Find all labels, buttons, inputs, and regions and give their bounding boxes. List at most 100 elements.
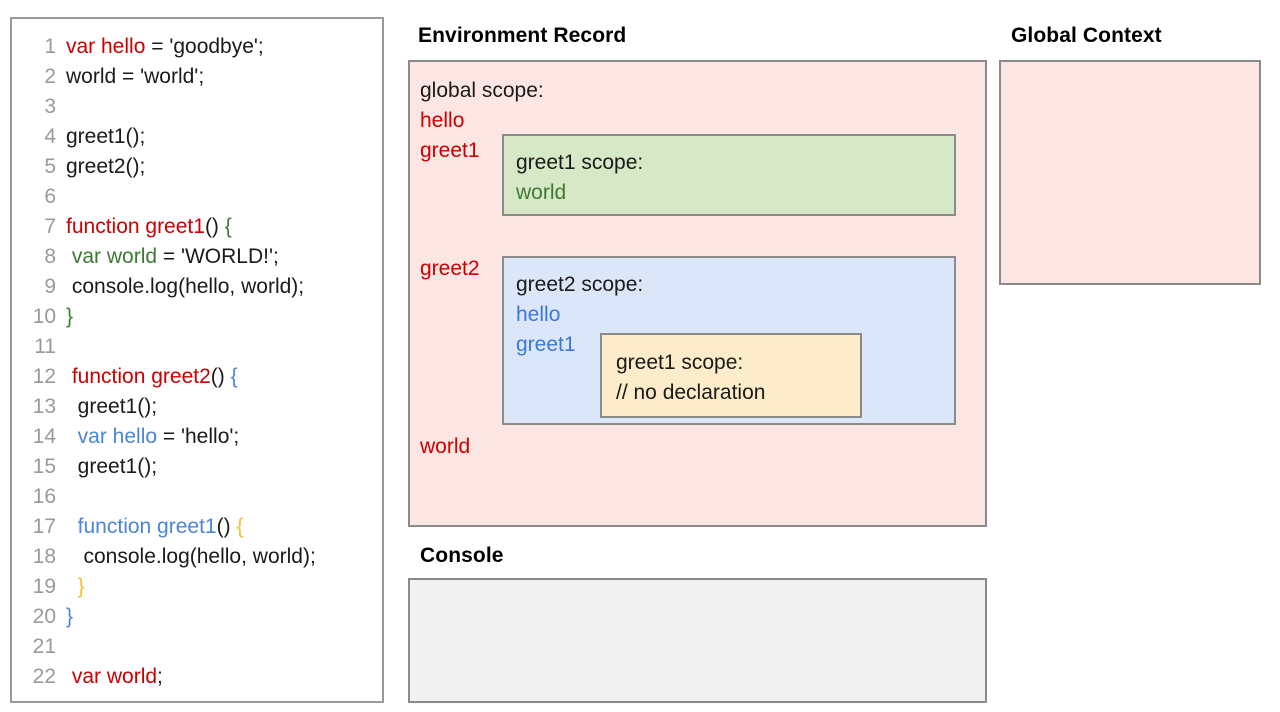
code-token — [66, 425, 78, 448]
line-number: 20 — [32, 605, 56, 628]
global-context-box — [999, 60, 1261, 285]
code-token: greet1(); — [66, 455, 158, 478]
code-line-text: greet1(); — [56, 122, 145, 152]
code-line: 11 — [12, 332, 382, 362]
code-line: 12 function greet2() { — [12, 362, 382, 392]
code-token: greet2(); — [66, 155, 146, 178]
code-token: = 'hello'; — [157, 425, 240, 448]
code-line-text: function greet1() { — [56, 512, 244, 542]
code-token: function greet1 — [66, 215, 205, 238]
code-line: 19 } — [12, 572, 382, 602]
code-line: 8 var world = 'WORLD!'; — [12, 242, 382, 272]
global-scope-binding-greet2: greet2 — [420, 257, 480, 280]
code-token: = 'goodbye'; — [145, 35, 264, 58]
code-line-text: } — [56, 302, 73, 332]
greet2-scope-binding-greet1: greet1 — [516, 333, 576, 356]
greet1-scope-box — [502, 134, 956, 216]
code-token: () — [210, 365, 231, 388]
code-line: 5 greet2(); — [12, 152, 382, 182]
code-token: } — [66, 305, 74, 328]
code-token: console.log(hello, world); — [66, 545, 316, 568]
line-number: 13 — [32, 395, 56, 418]
code-token: () — [216, 515, 237, 538]
line-number: 4 — [44, 125, 56, 148]
code-line: 18 console.log(hello, world); — [12, 542, 382, 572]
code-line: 20} — [12, 602, 382, 632]
code-line-text: function greet1() { — [56, 212, 232, 242]
code-line-text: var world; — [56, 662, 163, 692]
code-line-text: console.log(hello, world); — [56, 272, 304, 302]
code-token: ; — [157, 665, 163, 688]
greet1-scope-binding-world: world — [516, 181, 567, 204]
code-token: var world — [71, 665, 158, 688]
code-line: 21 — [12, 632, 382, 662]
line-number: 18 — [32, 545, 56, 568]
code-token: var hello — [66, 35, 146, 58]
greet2-scope-binding-hello: hello — [516, 303, 561, 326]
code-line: 17 function greet1() { — [12, 512, 382, 542]
global-scope-binding-hello: hello — [420, 109, 465, 132]
code-line-text: var hello = 'hello'; — [56, 422, 240, 452]
line-number: 5 — [44, 155, 56, 178]
code-token: { — [236, 515, 244, 538]
code-line-text: greet1(); — [56, 392, 157, 422]
code-line: 14 var hello = 'hello'; — [12, 422, 382, 452]
code-token: () — [204, 215, 225, 238]
line-number: 15 — [32, 455, 56, 478]
greet1-inner-scope-box — [600, 333, 862, 418]
code-line: 2 world = 'world'; — [12, 62, 382, 92]
global-context-title: Global Context — [1011, 24, 1162, 47]
line-number: 19 — [32, 575, 56, 598]
code-token: greet1(); — [66, 395, 158, 418]
code-line: 6 — [12, 182, 382, 212]
code-token: } — [66, 605, 74, 628]
line-number: 1 — [44, 35, 56, 58]
line-number: 12 — [32, 365, 56, 388]
code-token: var hello — [77, 425, 158, 448]
line-number: 14 — [32, 425, 56, 448]
code-line-text: world = 'world'; — [56, 62, 204, 92]
line-number: 6 — [44, 185, 56, 208]
code-line-text: var hello = 'goodbye'; — [56, 32, 264, 62]
global-scope-binding-greet1: greet1 — [420, 139, 480, 162]
code-token: greet1(); — [66, 125, 146, 148]
global-scope-heading: global scope: — [420, 79, 544, 102]
code-token: console.log(hello, world); — [66, 275, 305, 298]
code-token: world = 'world'; — [66, 65, 205, 88]
code-line: 9 console.log(hello, world); — [12, 272, 382, 302]
console-output-box — [408, 578, 987, 703]
code-line: 16 — [12, 482, 382, 512]
code-token: function greet2 — [71, 365, 211, 388]
greet1-inner-scope-note: // no declaration — [616, 381, 766, 404]
code-token: function greet1 — [77, 515, 217, 538]
code-token: { — [224, 215, 232, 238]
code-token — [66, 575, 78, 598]
line-number: 2 — [44, 65, 56, 88]
line-number: 9 — [44, 275, 56, 298]
global-scope-binding-world: world — [420, 435, 471, 458]
code-token: } — [77, 575, 85, 598]
code-line: 4 greet1(); — [12, 122, 382, 152]
code-line: 13 greet1(); — [12, 392, 382, 422]
environment-record-title: Environment Record — [418, 24, 627, 47]
code-line-text: function greet2() { — [56, 362, 238, 392]
line-number: 22 — [32, 665, 56, 688]
greet2-scope-heading: greet2 scope: — [516, 273, 644, 296]
line-number: 7 — [44, 215, 56, 238]
code-token: { — [230, 365, 238, 388]
code-line-text: greet1(); — [56, 452, 157, 482]
line-number: 16 — [32, 485, 56, 508]
line-number: 21 — [32, 635, 56, 658]
line-number: 17 — [32, 515, 56, 538]
code-line: 22 var world; — [12, 662, 382, 692]
code-token: = 'WORLD!'; — [157, 245, 279, 268]
code-line-text: console.log(hello, world); — [56, 542, 316, 572]
line-number: 8 — [44, 245, 56, 268]
code-line-text: greet2(); — [56, 152, 145, 182]
greet1-scope-heading: greet1 scope: — [516, 151, 644, 174]
console-title: Console — [420, 544, 504, 567]
code-line: 15 greet1(); — [12, 452, 382, 482]
